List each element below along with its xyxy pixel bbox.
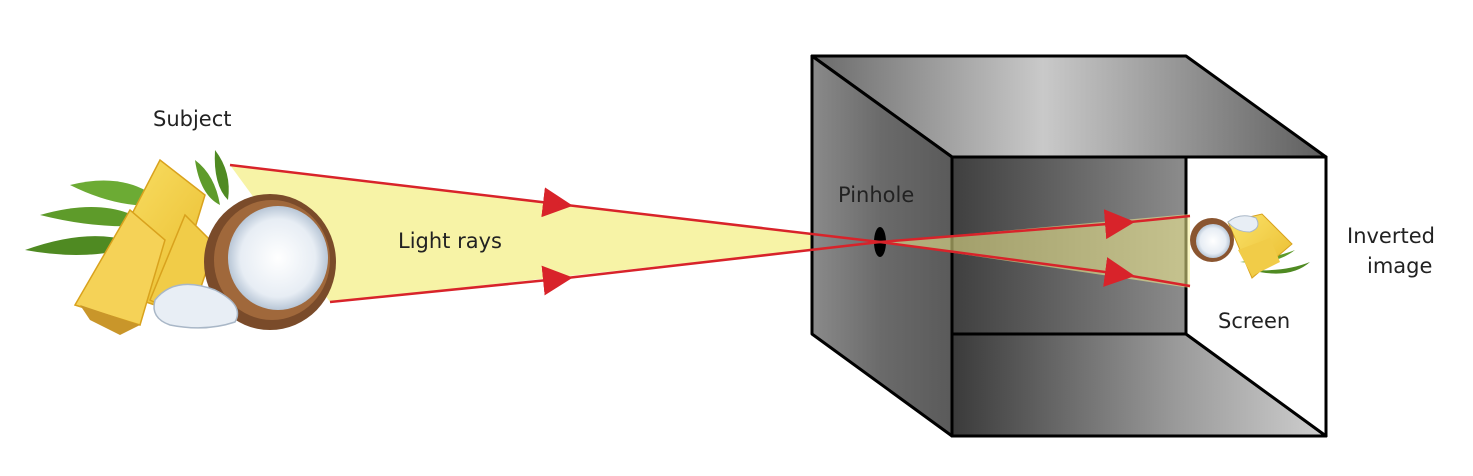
upper-interior-ray: [879, 209, 1135, 244]
lower-interior-ray-cont: [1119, 272, 1191, 288]
upper-incoming-ray: [229, 163, 573, 218]
lower-interior-ray: [879, 240, 1135, 287]
incoming-light-beam: [230, 165, 880, 302]
inverted-image-label-line2: image: [1367, 254, 1432, 278]
inverted-image-label-line1: Inverted: [1347, 224, 1435, 248]
box-outline: [952, 155, 1328, 438]
upper-incoming-ray-cont: [557, 202, 881, 244]
lower-incoming-ray-cont: [557, 240, 881, 281]
subject-label: Subject: [153, 107, 232, 131]
pinhole-label: Pinhole: [838, 183, 914, 207]
lower-incoming-ray: [329, 265, 573, 304]
pineapple-coconut-icon: [25, 150, 336, 335]
inverted-pineapple-coconut-icon: [1190, 213, 1310, 279]
upper-interior-ray-cont: [1119, 214, 1191, 225]
screen-label: Screen: [1218, 309, 1290, 333]
light-rays-label: Light rays: [398, 229, 502, 253]
